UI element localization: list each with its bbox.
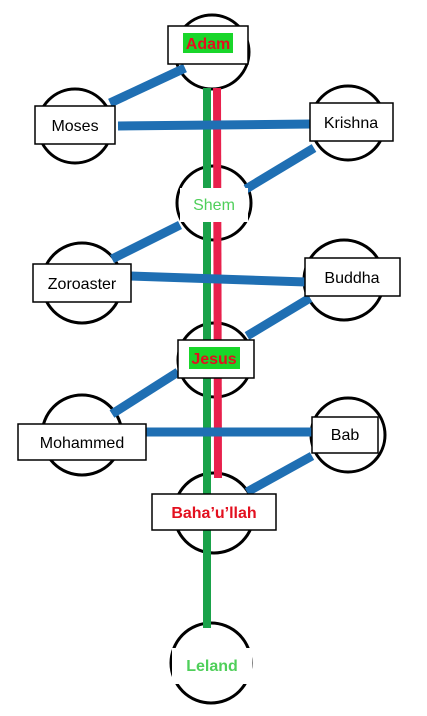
edge-buddha-jesus [244,294,313,340]
label-box-shem [180,188,248,222]
node-label-shem: Shem [193,197,235,214]
label-box-leland [172,648,252,684]
edge-krishna-shem [243,144,317,193]
node-label-bahaullah: Baha’u’llah [171,505,256,522]
label-box-zoroaster [32,263,132,303]
node-label-jesus: Jesus [191,351,236,368]
edge-moses-krishna [117,119,313,131]
label-box-mohammed [17,423,147,461]
edge-zoroaster-buddha [129,271,307,287]
edge-shem-zoroaster [109,220,183,264]
label-box-moses [34,105,116,145]
node-label-mohammed: Mohammed [40,435,124,452]
node-label-adam: Adam [186,36,230,53]
node-label-zoroaster: Zoroaster [48,276,117,293]
edge-jesus-mohammed [109,368,181,418]
label-box-krishna [309,102,394,142]
label-box-bahaullah [151,493,277,531]
highlight-adam [183,33,233,53]
node-label-bab: Bab [331,427,360,444]
node-label-krishna: Krishna [324,115,378,132]
label-box-buddha [304,257,401,297]
node-label-leland: Leland [186,658,238,675]
edge-adam-moses [108,63,187,108]
label-box-bab [311,416,379,454]
node-label-buddha: Buddha [324,270,379,287]
node-label-moses: Moses [51,118,98,135]
highlight-jesus [189,347,240,369]
edge-bab-bahaullah [244,452,315,496]
